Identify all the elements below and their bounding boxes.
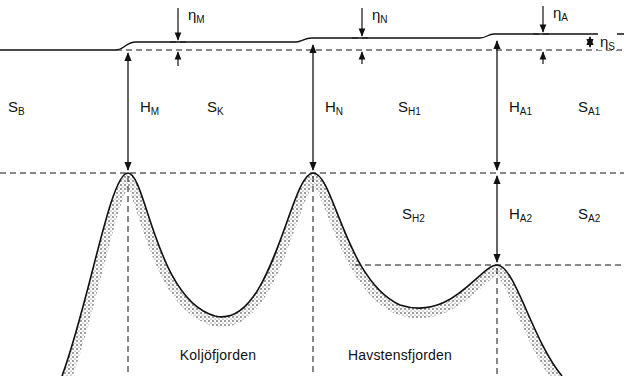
seabed-profile (62, 173, 562, 376)
level-symbol: ηA (551, 4, 570, 21)
salinity-symbol: SA1 (576, 98, 602, 115)
salinity-symbol: SH1 (396, 98, 423, 115)
salinity-symbol: SB (6, 98, 27, 115)
salinity-symbol: SK (205, 98, 226, 115)
level-symbol: ηN (370, 6, 390, 23)
depth-arrows (128, 37, 590, 262)
level-arrows (178, 6, 543, 66)
depth-symbol: HM (138, 98, 161, 115)
reference-lines (0, 34, 624, 376)
water-surface (0, 34, 624, 50)
seabed-stipple (62, 173, 562, 376)
fjord-name: Koljöfjorden (178, 347, 258, 363)
level-symbol: ηM (186, 6, 207, 23)
fjord-name: Havstensfjorden (346, 347, 454, 363)
salinity-symbol: SA2 (576, 205, 602, 222)
salinity-symbol: SH2 (400, 205, 427, 222)
depth-symbol: HN (323, 98, 345, 115)
level-symbol: ηS (598, 33, 617, 50)
depth-symbol: HA2 (507, 205, 534, 222)
depth-symbol: HA1 (507, 98, 534, 115)
